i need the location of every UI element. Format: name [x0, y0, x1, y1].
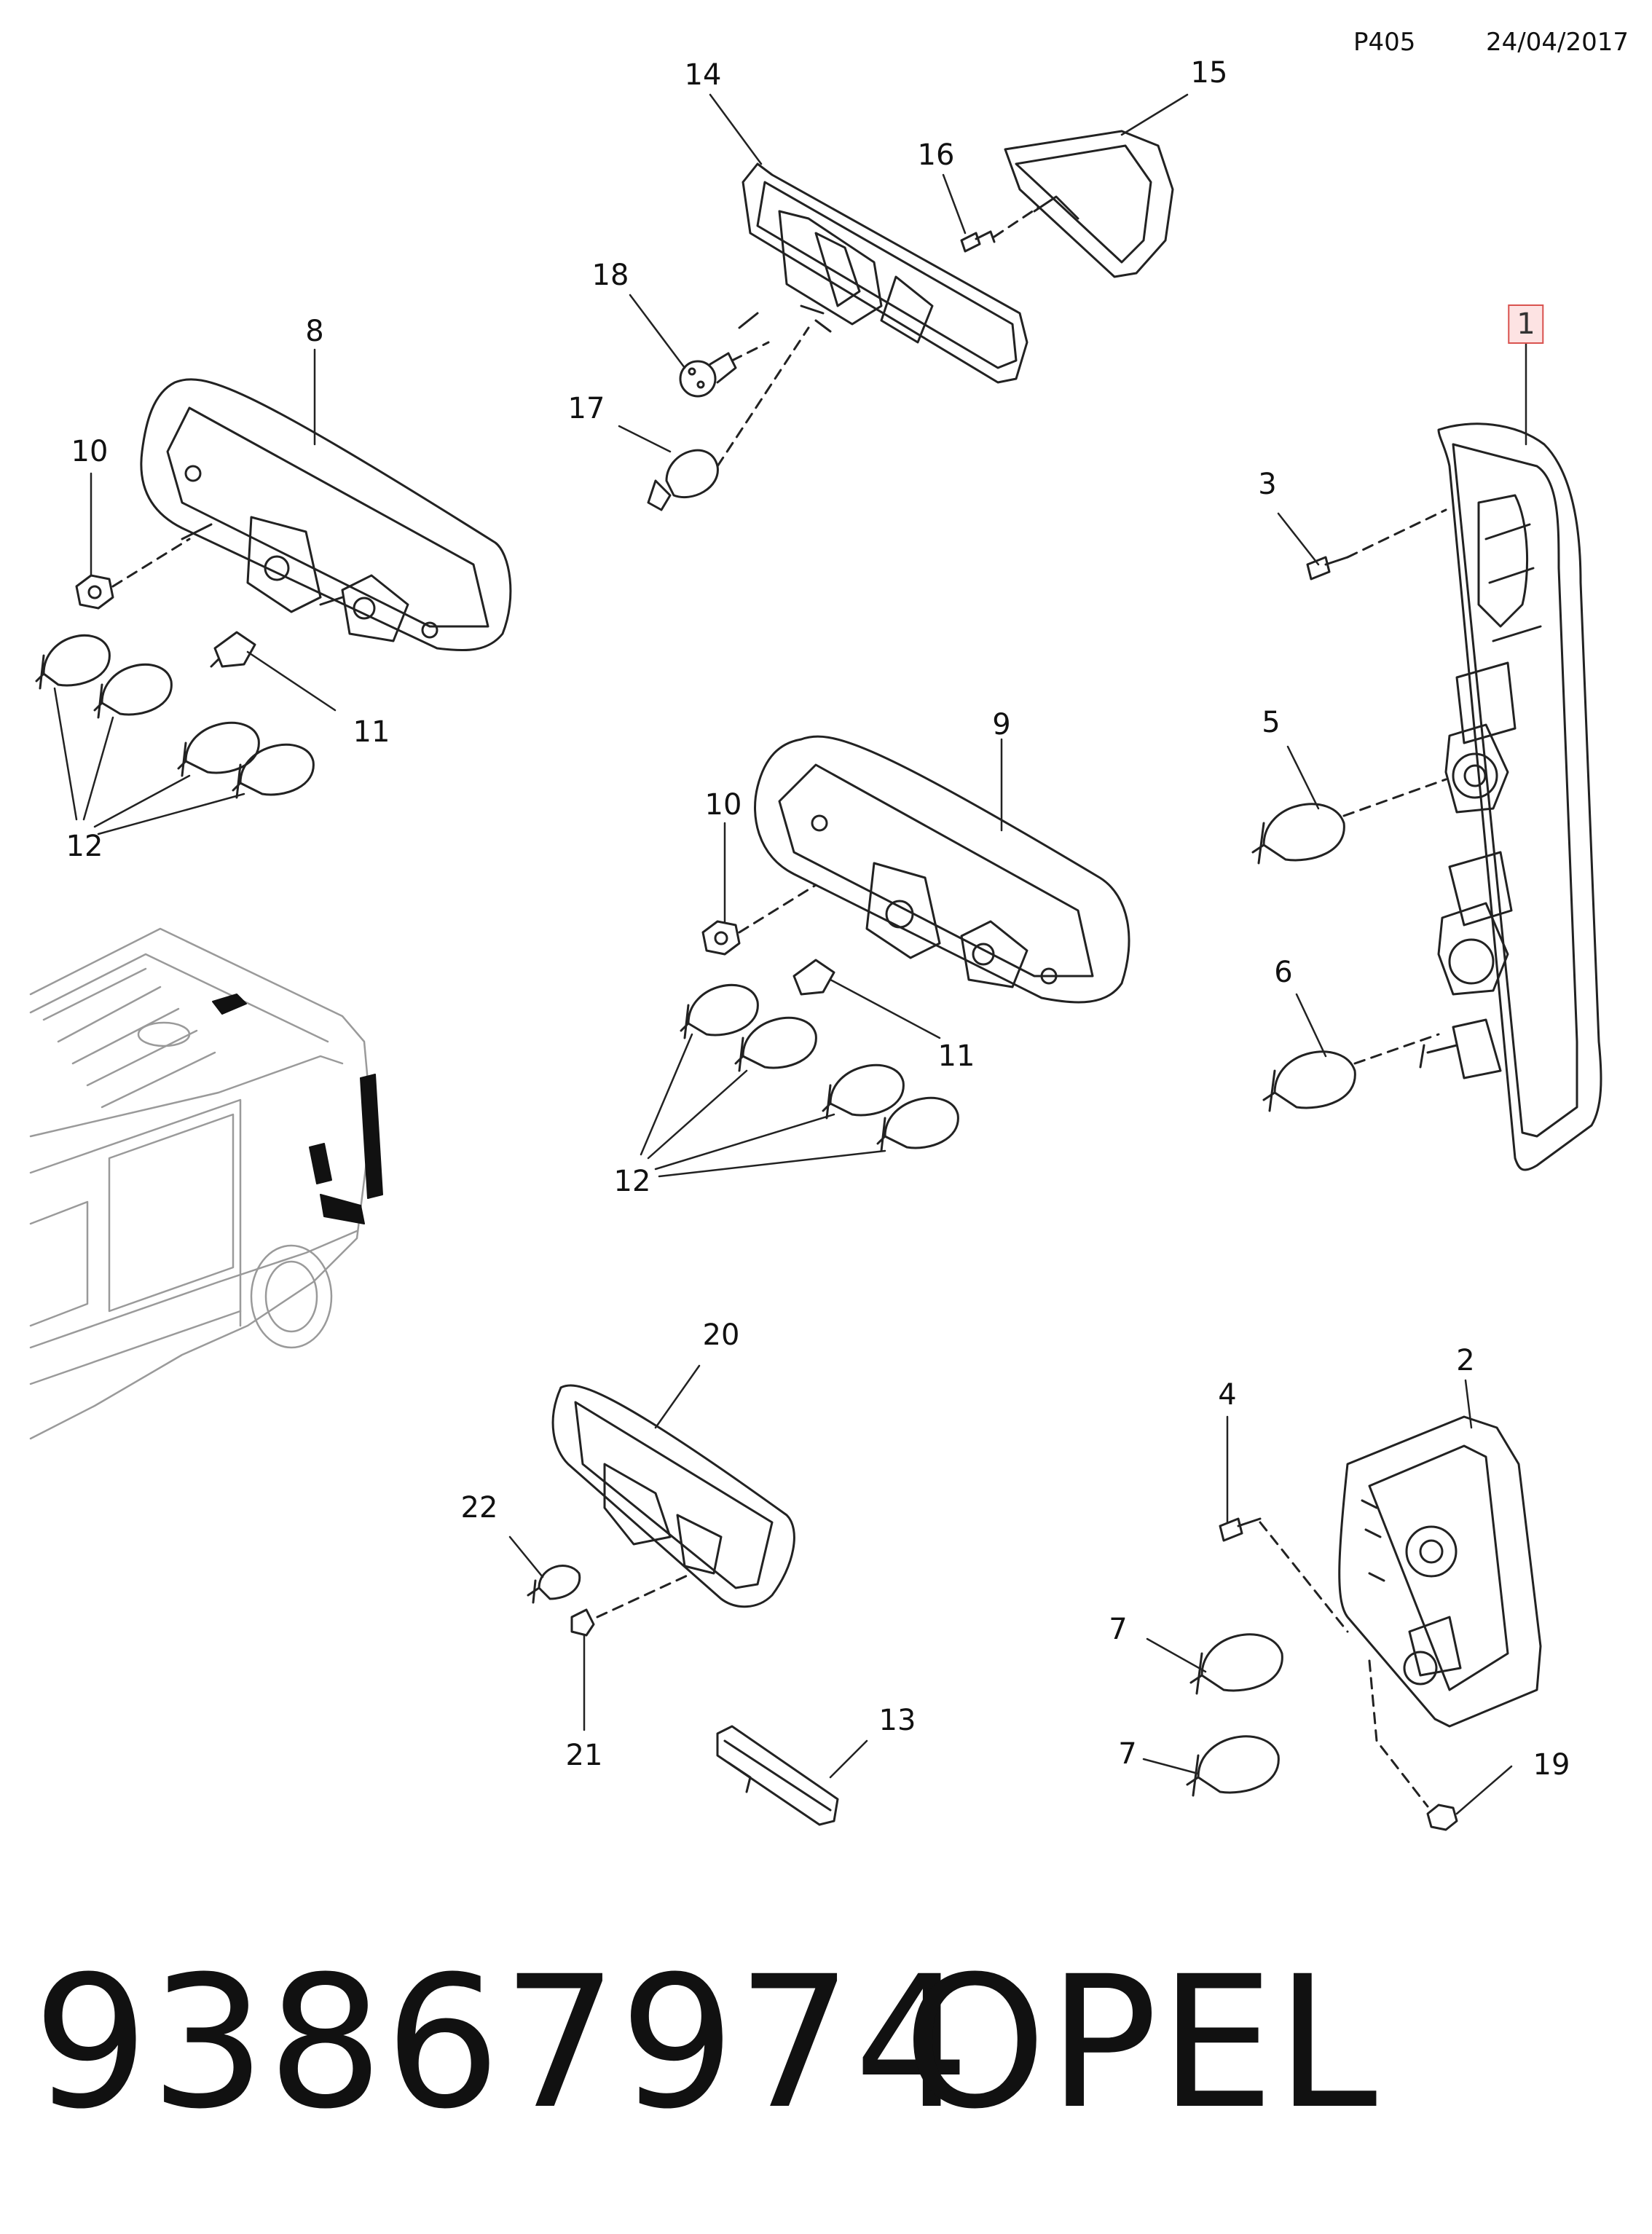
part-12-bulbs-center: [680, 984, 959, 1152]
part-number: 93867974: [33, 1937, 972, 2149]
part-9-tail-lamp: [754, 735, 1130, 1004]
assembly-line-10-top: [111, 538, 191, 588]
vehicle-lamp-locations: [212, 994, 383, 1224]
part-13-lens: [716, 1725, 839, 1826]
assembly-line-3: [1346, 508, 1447, 559]
callout-part-2: 2: [1456, 1344, 1475, 1377]
callout-part-6: 6: [1274, 956, 1293, 989]
callout-part-22: 22: [460, 1491, 498, 1525]
assembly-line-21: [596, 1572, 693, 1619]
assembly-line-19: [1368, 1659, 1429, 1808]
part-19-nut: [1426, 1804, 1458, 1831]
callout-part-10-center: 10: [704, 788, 742, 822]
part-11-bulb-center: [792, 959, 835, 996]
part-20-lamp-housing: [551, 1384, 795, 1608]
callout-part-7-upper: 7: [1109, 1613, 1128, 1646]
assembly-line-16: [993, 206, 1039, 238]
part-1-rear-lamp-vertical: [1419, 422, 1602, 1171]
callout-part-19: 19: [1533, 1748, 1570, 1782]
assembly-line-4: [1259, 1521, 1349, 1633]
callout-part-14: 14: [684, 58, 722, 92]
part-7-bulb-lower: [1186, 1735, 1280, 1797]
assembly-line-5: [1342, 778, 1447, 817]
callout-part-11-top: 11: [353, 715, 390, 749]
callout-part-11-center: 11: [937, 1039, 975, 1073]
part-4-screw: [1219, 1517, 1262, 1542]
callout-part-7-lower: 7: [1118, 1737, 1137, 1771]
page-code: P405: [1353, 28, 1416, 57]
assembly-line-18: [731, 341, 770, 362]
leader-lines: [53, 93, 1527, 1815]
part-5-bulb: [1251, 803, 1345, 865]
vehicle-locator-van: [29, 927, 373, 1440]
part-18-bulb-socket: [679, 352, 737, 398]
part-11-bulb-top: [210, 631, 256, 668]
assembly-line-17: [716, 326, 810, 468]
part-12-bulbs-top: [35, 634, 315, 799]
assembly-line-10-center: [738, 884, 817, 934]
part-7-bulb-upper: [1189, 1633, 1283, 1695]
part-10-nut-top: [75, 574, 114, 610]
part-16-screw: [960, 230, 996, 253]
part-22-bulb: [527, 1565, 581, 1604]
diagram-date: 24/04/2017: [1486, 28, 1629, 57]
part-2-rear-lamp-lower: [1338, 1415, 1542, 1728]
callout-part-12-center: 12: [613, 1165, 651, 1198]
callout-part-13: 13: [878, 1704, 916, 1737]
part-3-screw: [1306, 556, 1349, 581]
callout-part-9: 9: [992, 708, 1011, 742]
callout-part-10-top: 10: [71, 435, 109, 468]
callout-part-18: 18: [591, 259, 629, 292]
callout-part-17: 17: [567, 392, 605, 425]
part-17-bulb: [647, 449, 719, 511]
part-15-lamp-lens: [1004, 130, 1174, 278]
brand-name: OPEL: [903, 1937, 1379, 2149]
callout-part-16: 16: [917, 138, 955, 172]
callout-part-5: 5: [1262, 706, 1281, 739]
part-21-clip: [570, 1608, 595, 1637]
assembly-line-6: [1353, 1033, 1440, 1065]
callout-part-3: 3: [1258, 468, 1277, 501]
part-10-nut-center: [701, 920, 741, 956]
callout-part-8: 8: [305, 315, 324, 348]
callout-part-15: 15: [1190, 56, 1228, 90]
part-8-tail-lamp: [140, 378, 512, 652]
callout-part-21: 21: [565, 1739, 603, 1772]
part-14-high-mount-lamp-housing: [738, 162, 1028, 384]
callout-part-20: 20: [702, 1318, 740, 1352]
callout-part-4: 4: [1218, 1378, 1237, 1412]
part-6-bulb: [1262, 1050, 1356, 1112]
callout-part-12-top: 12: [66, 830, 103, 863]
callout-part-1: 1: [1508, 304, 1544, 344]
